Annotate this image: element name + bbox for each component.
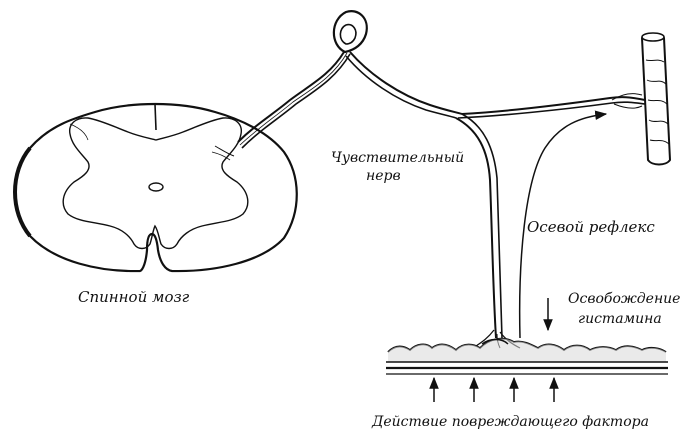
label-spinal-cord: Спинной мозг [78, 288, 190, 306]
spinal-ganglion [334, 11, 367, 52]
vessel-branch [458, 94, 645, 118]
blood-vessel [642, 33, 670, 165]
damaging-factor-arrows [434, 378, 554, 402]
posterior-sulcus [155, 104, 156, 130]
label-axon-reflex: Осевой рефлекс [527, 218, 655, 236]
label-histamine-line1: Освобождение [568, 291, 680, 307]
central-nerve-process [238, 52, 350, 148]
label-sensory-nerve-line1: Чувствительный [331, 150, 464, 166]
peripheral-nerve-process [346, 52, 462, 118]
spinal-cord [15, 104, 297, 271]
descending-skin-branch [456, 114, 520, 348]
label-sensory-nerve-line2: нерв [366, 168, 401, 184]
central-canal [149, 183, 163, 191]
skin-section [386, 339, 668, 374]
white-matter-tract [70, 124, 88, 140]
label-damaging-factor: Действие повреждающего фактора [371, 414, 649, 430]
spinal-cord-left-edge [15, 148, 30, 236]
label-histamine-line2: гистамина [578, 311, 662, 327]
dorsal-root-fibers [215, 146, 234, 156]
